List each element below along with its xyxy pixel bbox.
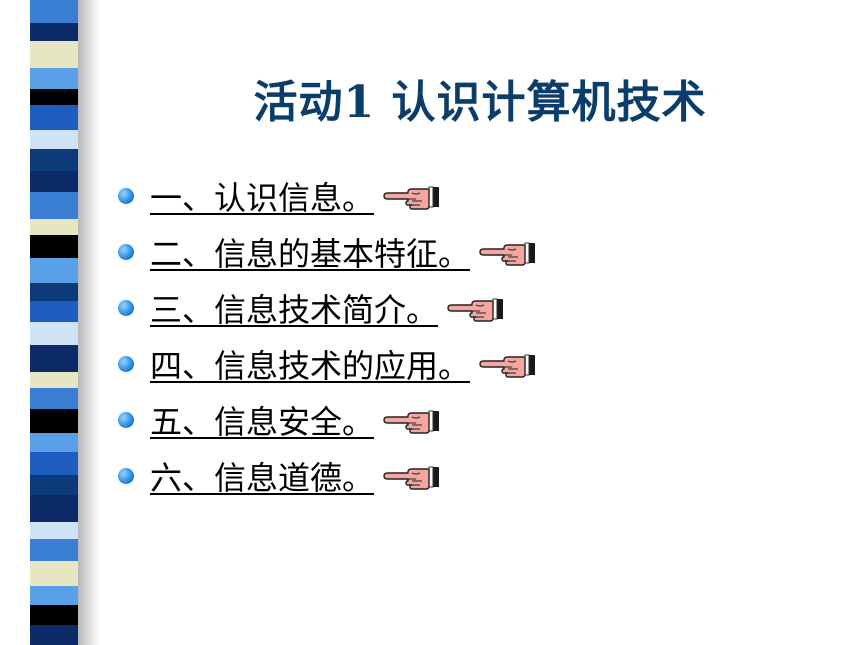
stripe-segment [30, 495, 78, 523]
topic-item-2: 二、信息的基本特征。 [118, 224, 536, 280]
stripe-segment [30, 191, 78, 219]
stripe-segment [30, 171, 78, 192]
topic-item-6: 六、信息道德。 [118, 448, 536, 504]
pointing-hand-icon[interactable] [382, 461, 440, 491]
stripe-shadow [78, 0, 100, 645]
topic-item-5: 五、信息安全。 [118, 392, 536, 448]
stripe-segment [30, 321, 78, 345]
stripe-segment [30, 68, 78, 89]
bullet-icon [118, 356, 134, 372]
bullet-icon [118, 300, 134, 316]
topic-link-1[interactable]: 一、认识信息。 [150, 179, 375, 217]
stripe-segment [30, 0, 78, 23]
topic-link-3[interactable]: 三、信息技术简介。 [150, 291, 439, 329]
pointing-hand-icon[interactable] [382, 181, 440, 211]
pointing-hand-icon[interactable] [382, 405, 440, 435]
topic-item-1: 一、认识信息。 [118, 168, 536, 224]
topic-link-4[interactable]: 四、信息技术的应用。 [150, 347, 471, 385]
stripe-segment [30, 235, 78, 258]
bullet-icon [118, 468, 134, 484]
stripe-segment [30, 433, 78, 453]
stripe-segment [30, 408, 78, 434]
stripe-segment [30, 258, 78, 283]
stripe-segment [30, 474, 78, 496]
pointing-hand-icon[interactable] [446, 293, 504, 323]
pointing-hand-icon[interactable] [478, 349, 536, 379]
stripe-segment [30, 105, 78, 131]
stripe-segment [30, 452, 78, 475]
stripe-segment [30, 371, 78, 389]
bullet-icon [118, 412, 134, 428]
stripe-segment [30, 148, 78, 172]
stripe-segment [30, 388, 78, 409]
pointing-hand-icon[interactable] [478, 237, 536, 267]
decorative-stripe-bar [30, 0, 78, 645]
stripe-segment [30, 130, 78, 149]
stripe-segment [30, 218, 78, 236]
stripe-segment [30, 282, 78, 302]
stripe-segment [30, 22, 78, 42]
stripe-segment [30, 522, 78, 539]
stripe-segment [30, 538, 78, 562]
stripe-segment [30, 604, 78, 626]
topic-item-4: 四、信息技术的应用。 [118, 336, 536, 392]
topic-link-2[interactable]: 二、信息的基本特征。 [150, 235, 471, 273]
stripe-segment [30, 88, 78, 106]
topic-link-6[interactable]: 六、信息道德。 [150, 459, 375, 497]
topic-link-5[interactable]: 五、信息安全。 [150, 403, 375, 441]
stripe-segment [30, 561, 78, 587]
stripe-segment [30, 301, 78, 322]
topic-item-3: 三、信息技术简介。 [118, 280, 536, 336]
bullet-icon [118, 244, 134, 260]
slide-title: 活动1 认识计算机技术 [253, 77, 707, 128]
stripe-segment [30, 625, 78, 645]
topic-list: 一、认识信息。 二、信息的基本特征。 三、信息技术简介。 四、信息技术的应用。 … [118, 168, 536, 504]
bullet-icon [118, 188, 134, 204]
stripe-segment [30, 344, 78, 372]
stripe-segment [30, 586, 78, 605]
stripe-segment [30, 41, 78, 69]
